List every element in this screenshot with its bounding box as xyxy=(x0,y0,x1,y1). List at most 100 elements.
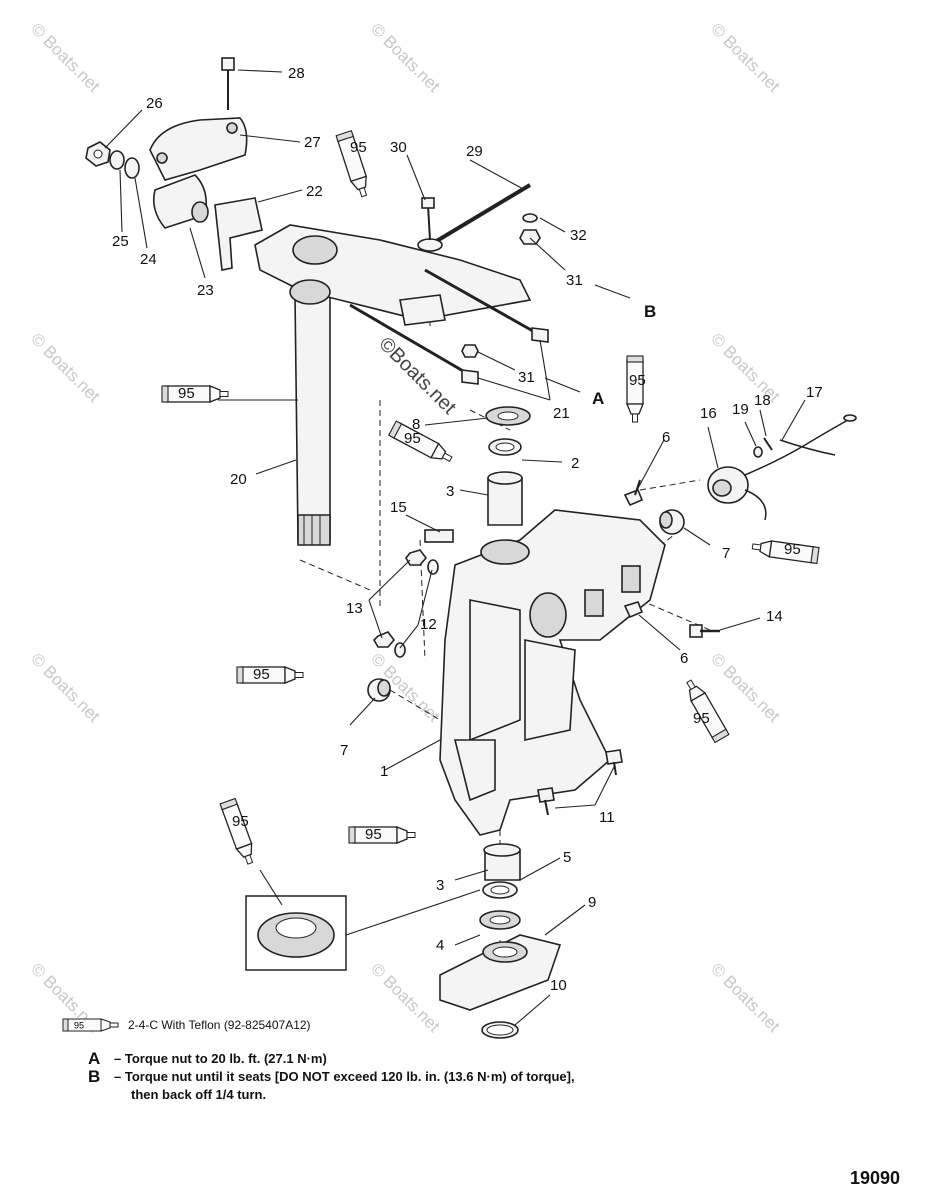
swivel-bracket-1 xyxy=(439,509,666,836)
watermark: © Boats.net xyxy=(367,959,444,1036)
legend-text: 2-4-C With Teflon (92-825407A12) xyxy=(128,1018,311,1032)
grease-tube: 95 xyxy=(626,355,646,423)
steering-tube-20 xyxy=(294,294,331,546)
leader-lines xyxy=(104,69,806,1026)
callout-20: 20 xyxy=(230,471,247,488)
callout-3: 3 xyxy=(446,483,454,500)
callout-A: A xyxy=(592,389,604,408)
switch-16 xyxy=(707,414,857,521)
tube-label: 95 xyxy=(178,385,195,402)
watermark: © Boats.net xyxy=(27,649,104,726)
callout-7: 7 xyxy=(722,545,730,562)
washer-32 xyxy=(522,213,538,223)
callout-3: 3 xyxy=(436,877,444,894)
callout-17: 17 xyxy=(806,384,823,401)
callout-15: 15 xyxy=(390,499,407,516)
watermark: © Boats.net xyxy=(707,649,784,726)
nut-13 xyxy=(373,631,396,648)
watermark: © Boats.net xyxy=(27,329,104,406)
bolt-11 xyxy=(537,787,555,816)
bolts-21 xyxy=(349,268,549,385)
note-a: A – Torque nut to 20 lb. ft. (27.1 N·m) xyxy=(88,1050,575,1068)
watermark: © Boats.net xyxy=(707,959,784,1036)
callout-32: 32 xyxy=(570,227,587,244)
washer-8 xyxy=(485,406,531,426)
legend-tube-label: 95 xyxy=(74,1021,84,1031)
callout-13: 13 xyxy=(346,600,363,617)
callout-6: 6 xyxy=(680,650,688,667)
figure-number: 19090 xyxy=(850,1168,901,1188)
fitting-6 xyxy=(623,601,644,619)
note-b-letter: B xyxy=(88,1067,101,1086)
callout-2: 2 xyxy=(571,455,579,472)
bushing-7 xyxy=(367,678,391,702)
watermark: © Boats.net xyxy=(707,329,784,406)
washer-25 xyxy=(109,150,125,170)
callout-26: 26 xyxy=(146,95,163,112)
callout-19: 19 xyxy=(732,401,749,418)
callouts: 28 26 27 25 24 23 22 30 29 32 31 B 31 A … xyxy=(112,65,823,994)
callout-27: 27 xyxy=(304,134,321,151)
key-15 xyxy=(424,529,454,543)
note-a-letter: A xyxy=(88,1049,101,1068)
callout-29: 29 xyxy=(466,143,483,160)
washer-12 xyxy=(427,559,439,575)
washer-24 xyxy=(124,157,140,179)
callout-6: 6 xyxy=(662,429,670,446)
nut-13 xyxy=(405,549,428,566)
bushing-3-lower xyxy=(483,843,521,881)
callout-18: 18 xyxy=(754,392,771,409)
nut-26 xyxy=(85,141,111,167)
callout-23: 23 xyxy=(197,282,214,299)
note-a-text: – Torque nut to 20 lb. ft. (27.1 N·m) xyxy=(114,1051,327,1066)
callout-14: 14 xyxy=(766,608,783,625)
bushing-7 xyxy=(659,509,685,535)
legend: 95 2-4-C With Teflon (92-825407A12) xyxy=(62,1018,311,1032)
callout-B: B xyxy=(644,302,656,321)
note-b-text: – Torque nut until it seats [DO NOT exce… xyxy=(114,1069,575,1084)
seal-2 xyxy=(488,438,522,456)
callout-31: 31 xyxy=(518,369,535,386)
watermark: © Boats.net xyxy=(367,19,444,96)
nut-31 xyxy=(519,229,541,245)
callout-11: 11 xyxy=(599,809,615,826)
plate-22 xyxy=(214,197,263,271)
bushing-23 xyxy=(152,174,209,229)
bolt-14 xyxy=(689,624,720,638)
tube-label: 95 xyxy=(629,372,646,389)
callout-31: 31 xyxy=(566,272,583,289)
callout-1: 1 xyxy=(380,763,388,780)
fitting-6 xyxy=(623,479,644,507)
callout-5: 5 xyxy=(563,849,571,866)
nut-31 xyxy=(461,344,479,358)
washer-12 xyxy=(394,642,406,658)
grease-tube: 95 xyxy=(236,666,304,684)
tube-label: 95 xyxy=(365,826,382,843)
bolt-28 xyxy=(221,57,235,110)
callout-9: 9 xyxy=(588,894,596,911)
grease-tube-icon: 95 xyxy=(62,1018,119,1032)
tube-label: 95 xyxy=(784,541,801,558)
yoke-9 xyxy=(439,934,562,1011)
grease-tube: 95 xyxy=(388,420,456,467)
grease-tube: 95 xyxy=(750,537,820,565)
callout-16: 16 xyxy=(700,405,717,422)
clamp-27 xyxy=(149,117,248,181)
screw-18 xyxy=(763,437,773,451)
grease-tube: 95 xyxy=(681,676,730,744)
steering-yoke xyxy=(254,224,532,326)
callout-12: 12 xyxy=(420,616,437,633)
bolt-30 xyxy=(421,197,435,241)
tube-label: 95 xyxy=(253,666,270,683)
bolt-11 xyxy=(605,749,623,776)
callout-22: 22 xyxy=(306,183,323,200)
grease-tube: 95 xyxy=(161,385,229,403)
callout-7: 7 xyxy=(340,742,348,759)
callout-21: 21 xyxy=(553,405,570,422)
tube-label: 95 xyxy=(404,430,421,447)
callout-24: 24 xyxy=(140,251,157,268)
watermark: © Boats.net xyxy=(27,19,104,96)
callout-30: 30 xyxy=(390,139,407,156)
seal-inset xyxy=(245,895,347,971)
washer-19 xyxy=(753,446,763,458)
